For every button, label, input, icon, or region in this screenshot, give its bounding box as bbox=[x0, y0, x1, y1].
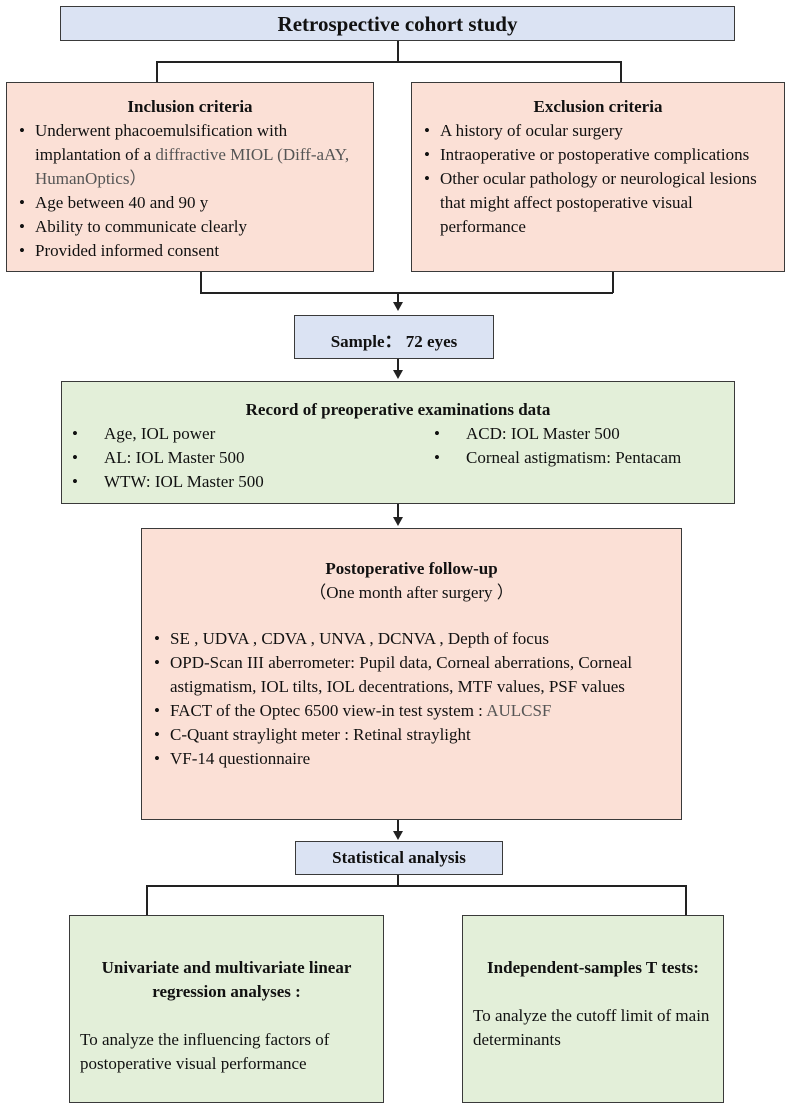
inclusion-criteria-box: Inclusion criteria Underwent phacoemulsi… bbox=[6, 82, 374, 272]
followup-item: SE , UDVA , CDVA , UNVA , DCNVA , Depth … bbox=[150, 627, 671, 651]
inclusion-item: Age between 40 and 90 y bbox=[15, 191, 363, 215]
preop-right-list: ACD: IOL Master 500 Corneal astigmatism:… bbox=[424, 422, 734, 470]
inclusion-item: Ability to communicate clearly bbox=[15, 215, 363, 239]
inclusion-item: Provided informed consent bbox=[15, 239, 363, 263]
connector-line bbox=[200, 292, 613, 294]
connector-line bbox=[612, 272, 614, 293]
sample-box: Sample： 72 eyes bbox=[294, 315, 494, 359]
preop-item: Corneal astigmatism: Pentacam bbox=[424, 446, 734, 470]
regression-box: Univariate and multivariate linear regre… bbox=[69, 915, 384, 1103]
followup-item: VF-14 questionnaire bbox=[150, 747, 671, 771]
preop-title: Record of preoperative examinations data bbox=[245, 400, 551, 419]
connector-line bbox=[200, 272, 202, 293]
connector-line bbox=[146, 885, 686, 887]
followup-item: C-Quant straylight meter : Retinal stray… bbox=[150, 723, 671, 747]
regression-title: Univariate and multivariate linear regre… bbox=[101, 958, 352, 1001]
exclusion-item: Intraoperative or postoperative complica… bbox=[420, 143, 774, 167]
statistical-analysis-label: Statistical analysis bbox=[332, 848, 466, 867]
inclusion-list: Underwent phacoemulsification with impla… bbox=[15, 119, 363, 263]
connector-line bbox=[397, 359, 399, 370]
exclusion-item: Other ocular pathology or neurological l… bbox=[420, 167, 774, 239]
exclusion-criteria-box: Exclusion criteria A history of ocular s… bbox=[411, 82, 785, 272]
ttest-box: Independent-samples T tests: To analyze … bbox=[462, 915, 724, 1103]
connector-line bbox=[397, 504, 399, 517]
connector-line bbox=[397, 292, 399, 302]
connector-line bbox=[685, 885, 687, 915]
inclusion-item: Underwent phacoemulsification with impla… bbox=[15, 119, 363, 191]
ttest-title: Independent-samples T tests: bbox=[487, 958, 699, 977]
arrow-down-icon bbox=[393, 517, 403, 526]
preop-item: Age, IOL power bbox=[62, 422, 402, 446]
regression-text: To analyze the influencing factors of po… bbox=[80, 1030, 330, 1073]
followup-title: Postoperative follow-up bbox=[325, 559, 498, 578]
arrow-down-icon bbox=[393, 302, 403, 311]
preop-exam-box: Record of preoperative examinations data… bbox=[61, 381, 735, 504]
connector-line bbox=[397, 41, 399, 61]
followup-box: Postoperative follow-up （One month after… bbox=[141, 528, 682, 820]
exclusion-title: Exclusion criteria bbox=[533, 97, 663, 116]
followup-list: SE , UDVA , CDVA , UNVA , DCNVA , Depth … bbox=[150, 627, 671, 771]
study-title: Retrospective cohort study bbox=[277, 12, 518, 36]
preop-left-list: Age, IOL power AL: IOL Master 500 WTW: I… bbox=[62, 422, 402, 494]
preop-item: AL: IOL Master 500 bbox=[62, 446, 402, 470]
followup-item: FACT of the Optec 6500 view-in test syst… bbox=[150, 699, 671, 723]
connector-line bbox=[620, 61, 622, 82]
connector-line bbox=[156, 61, 621, 63]
arrow-down-icon bbox=[393, 370, 403, 379]
study-title-box: Retrospective cohort study bbox=[60, 6, 735, 41]
arrow-down-icon bbox=[393, 831, 403, 840]
connector-line bbox=[146, 885, 148, 915]
ttest-text: To analyze the cutoff limit of main dete… bbox=[473, 1006, 710, 1049]
connector-line bbox=[397, 875, 399, 886]
preop-item: ACD: IOL Master 500 bbox=[424, 422, 734, 446]
statistical-analysis-box: Statistical analysis bbox=[295, 841, 503, 875]
preop-item: WTW: IOL Master 500 bbox=[62, 470, 402, 494]
followup-item: OPD-Scan III aberrometer: Pupil data, Co… bbox=[150, 651, 671, 699]
sample-label: Sample： 72 eyes bbox=[330, 332, 458, 351]
connector-line bbox=[156, 61, 158, 82]
exclusion-item: A history of ocular surgery bbox=[420, 119, 774, 143]
exclusion-list: A history of ocular surgery Intraoperati… bbox=[420, 119, 774, 239]
inclusion-title: Inclusion criteria bbox=[127, 97, 253, 116]
followup-subtitle: （One month after surgery ） bbox=[309, 583, 514, 602]
connector-line bbox=[397, 820, 399, 831]
